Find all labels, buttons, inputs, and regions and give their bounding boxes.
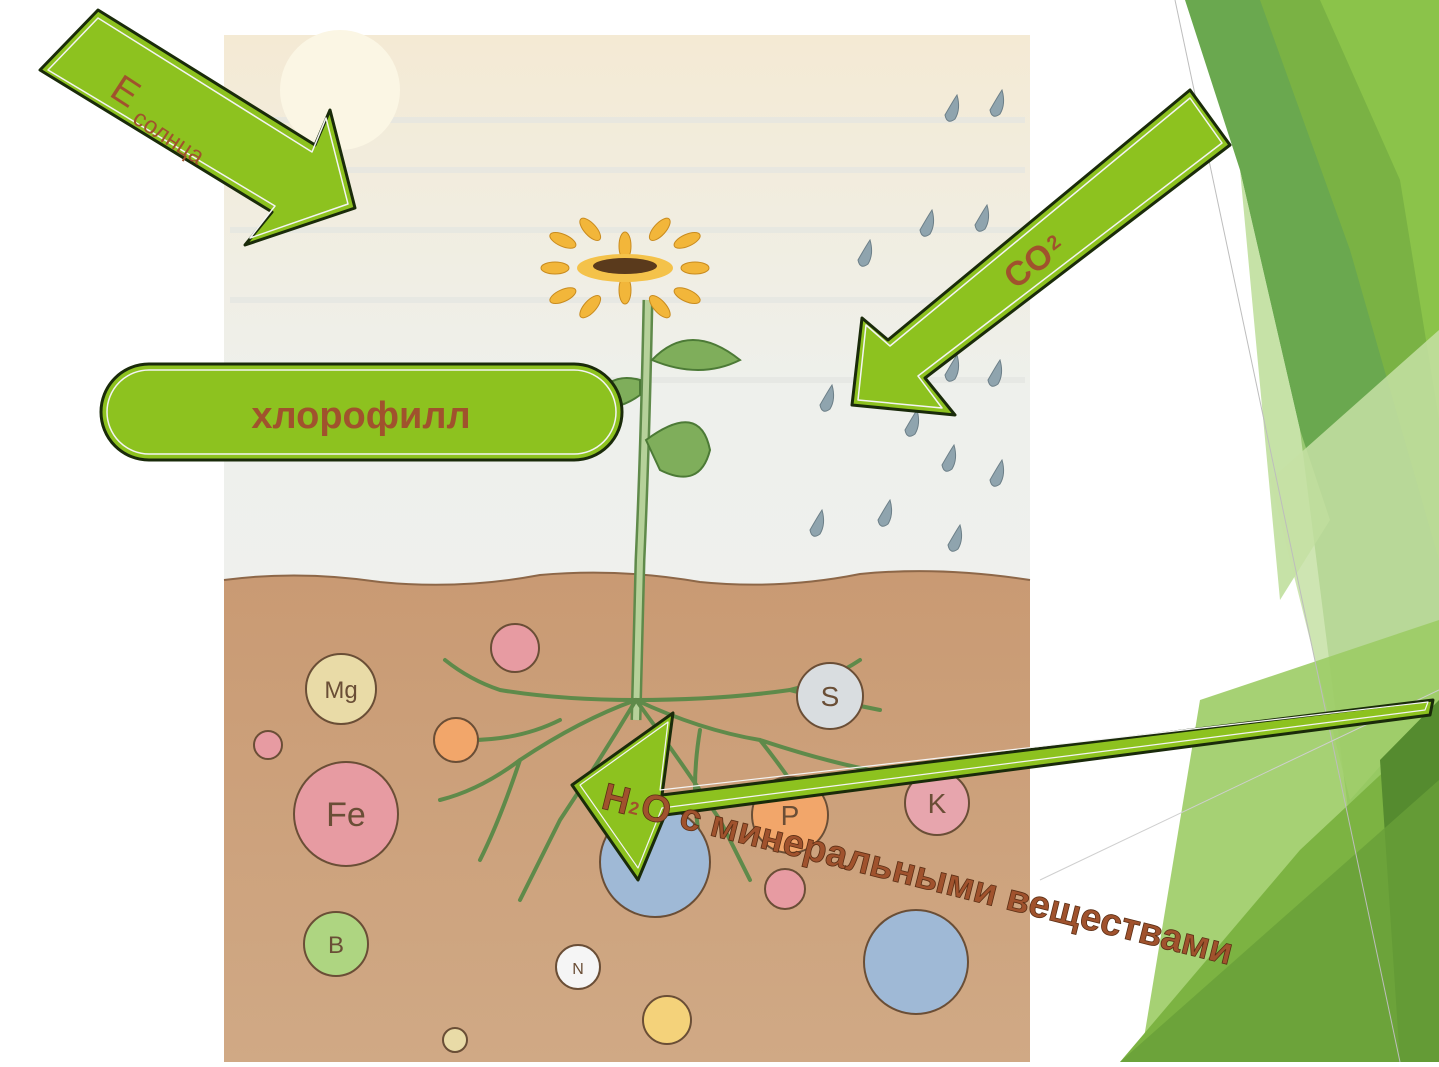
element-s: S (821, 681, 840, 712)
chlorophyll-label: хлорофилл (251, 395, 470, 437)
element-mg: Mg (324, 677, 357, 704)
element-fe: Fe (326, 796, 366, 834)
element-b: B (328, 932, 344, 959)
chlorophyll-badge: хлорофилл (101, 364, 622, 460)
element-k: K (928, 788, 947, 819)
element-n: N (572, 961, 584, 978)
sun-glow (280, 30, 400, 150)
